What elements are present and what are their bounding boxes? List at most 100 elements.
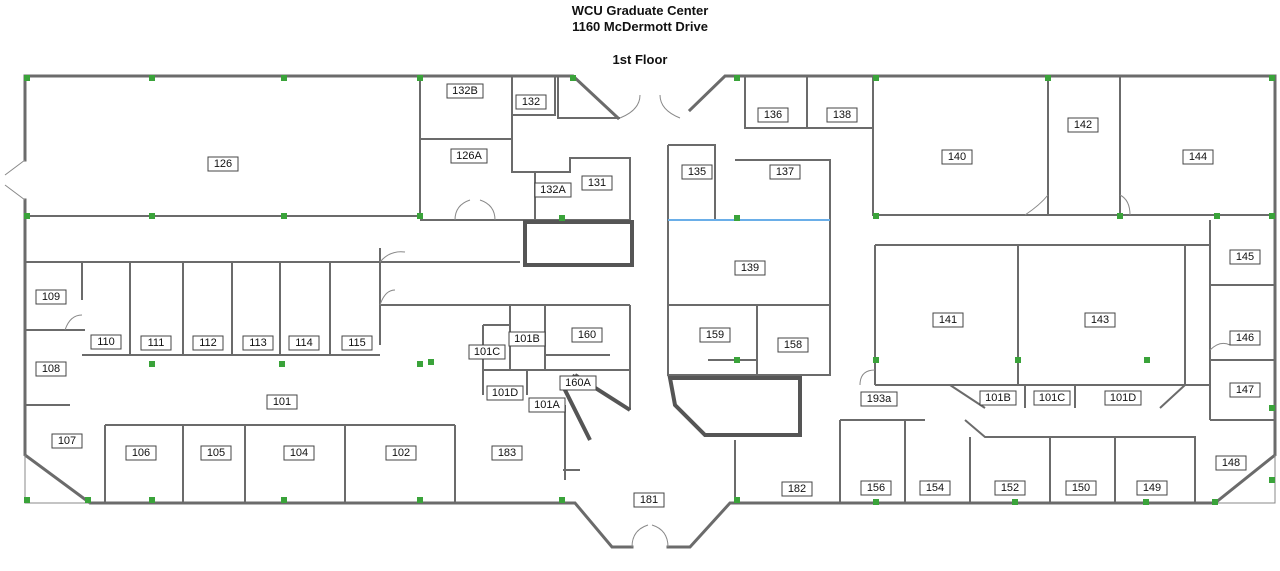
room-label-150: 150: [1065, 480, 1097, 496]
room-label-138: 138: [826, 107, 858, 123]
svg-text:146: 146: [1236, 332, 1254, 344]
room-label-115: 115: [341, 335, 373, 351]
column-marker: [281, 213, 287, 219]
column-marker: [281, 75, 287, 81]
room-label-105: 105: [200, 445, 232, 461]
column-marker: [428, 359, 434, 365]
room-label-108: 108: [35, 361, 67, 377]
room-label-101B: 101B: [979, 390, 1017, 406]
column-marker: [559, 497, 565, 503]
svg-text:143: 143: [1091, 314, 1109, 326]
column-marker: [734, 215, 740, 221]
svg-text:101D: 101D: [1110, 392, 1136, 404]
svg-text:112: 112: [199, 337, 217, 349]
room-label-182: 182: [781, 481, 813, 497]
room-label-101B: 101B: [508, 331, 546, 347]
svg-text:102: 102: [392, 447, 410, 459]
room-label-158: 158: [777, 337, 809, 353]
room-label-147: 147: [1229, 382, 1261, 398]
svg-text:101A: 101A: [534, 399, 560, 411]
svg-text:101C: 101C: [474, 346, 500, 358]
column-marker: [149, 361, 155, 367]
column-marker: [1212, 499, 1218, 505]
column-marker: [1015, 357, 1021, 363]
svg-text:145: 145: [1236, 251, 1254, 263]
column-marker: [1045, 75, 1051, 81]
room-label-160: 160: [571, 327, 603, 343]
floor-label: 1st Floor: [612, 52, 668, 67]
room-label-136: 136: [757, 107, 789, 123]
column-marker: [873, 499, 879, 505]
room-label-113: 113: [242, 335, 274, 351]
room-label-140: 140: [941, 149, 973, 165]
svg-text:142: 142: [1074, 119, 1092, 131]
room-label-102: 102: [385, 445, 417, 461]
column-marker: [149, 213, 155, 219]
svg-text:156: 156: [867, 482, 885, 494]
column-marker: [417, 213, 423, 219]
svg-text:110: 110: [97, 336, 115, 348]
room-label-183: 183: [491, 445, 523, 461]
column-marker: [1269, 477, 1275, 483]
svg-text:132: 132: [522, 96, 540, 108]
svg-text:132A: 132A: [540, 184, 566, 196]
svg-text:193a: 193a: [867, 393, 892, 405]
svg-text:152: 152: [1001, 482, 1019, 494]
svg-text:148: 148: [1222, 457, 1240, 469]
svg-text:144: 144: [1189, 151, 1207, 163]
column-marker: [417, 75, 423, 81]
markers: [24, 75, 1275, 505]
svg-text:106: 106: [132, 447, 150, 459]
room-label-101C: 101C: [468, 344, 506, 360]
column-marker: [734, 357, 740, 363]
svg-text:101B: 101B: [985, 392, 1011, 404]
svg-text:104: 104: [290, 447, 308, 459]
svg-text:105: 105: [207, 447, 225, 459]
room-label-181: 181: [633, 492, 665, 508]
column-marker: [24, 75, 30, 81]
doors: [64, 94, 1231, 548]
column-marker: [1144, 357, 1150, 363]
room-label-193a: 193a: [860, 391, 898, 407]
column-marker: [279, 361, 285, 367]
column-marker: [873, 75, 879, 81]
svg-text:182: 182: [788, 483, 806, 495]
svg-text:111: 111: [148, 337, 165, 349]
column-marker: [1214, 213, 1220, 219]
room-label-107: 107: [51, 433, 83, 449]
svg-text:101B: 101B: [514, 333, 540, 345]
room-label-101D: 101D: [486, 385, 524, 401]
svg-text:141: 141: [939, 314, 957, 326]
svg-text:101D: 101D: [492, 387, 518, 399]
column-marker: [1269, 405, 1275, 411]
column-marker: [1269, 213, 1275, 219]
svg-text:109: 109: [42, 291, 60, 303]
room-label-143: 143: [1084, 312, 1116, 328]
svg-text:138: 138: [833, 109, 851, 121]
column-marker: [873, 213, 879, 219]
room-label-101: 101: [266, 394, 298, 410]
column-marker: [24, 497, 30, 503]
room-label-114: 114: [288, 335, 320, 351]
room-label-156: 156: [860, 480, 892, 496]
room-label-148: 148: [1215, 455, 1247, 471]
svg-text:158: 158: [784, 339, 802, 351]
room-label-101A: 101A: [528, 397, 566, 413]
column-marker: [149, 75, 155, 81]
room-label-110: 110: [90, 334, 122, 350]
room-label-142: 142: [1067, 117, 1099, 133]
column-marker: [1012, 499, 1018, 505]
column-marker: [1117, 213, 1123, 219]
svg-text:160A: 160A: [565, 377, 591, 389]
room-label-146: 146: [1229, 330, 1261, 346]
svg-text:154: 154: [926, 482, 944, 494]
svg-text:137: 137: [776, 166, 794, 178]
room-label-160A: 160A: [559, 375, 597, 391]
column-marker: [1143, 499, 1149, 505]
column-marker: [1269, 75, 1275, 81]
column-marker: [149, 497, 155, 503]
column-marker: [873, 357, 879, 363]
building-address: 1160 McDermott Drive: [572, 19, 708, 34]
